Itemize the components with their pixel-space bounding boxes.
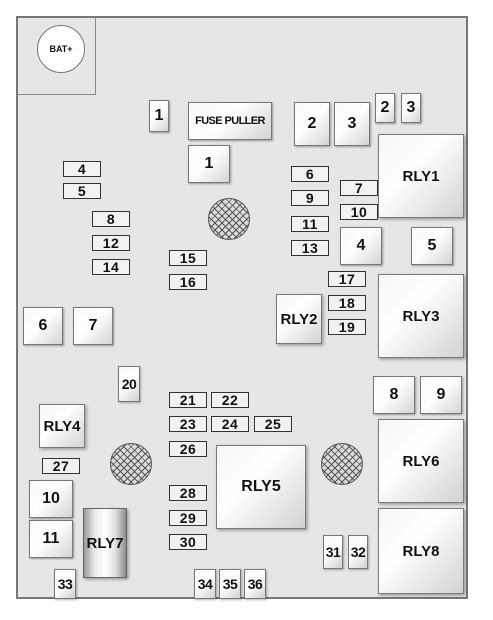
fuse-13: 13: [291, 240, 329, 256]
fuse-puller: FUSE PULLER: [188, 102, 272, 140]
fuse-8-large: 8: [373, 376, 415, 414]
fuse-12: 12: [92, 235, 130, 251]
fuse-8: 8: [92, 211, 130, 227]
fuse-18: 18: [328, 295, 366, 311]
fuse-25: 25: [254, 416, 292, 432]
fuse-11: 11: [291, 216, 329, 232]
mounting-stud-left: [110, 443, 152, 485]
fuse-3-small: 3: [401, 93, 421, 123]
fuse-27: 27: [42, 458, 80, 474]
fuse-14: 14: [92, 259, 130, 275]
fuse-9: 9: [291, 190, 329, 206]
battery-terminal-area: BAT+: [18, 18, 96, 95]
fuse-33: 33: [54, 569, 76, 599]
fuse-6: 6: [291, 166, 329, 182]
fuse-block-diagram: BAT+ 1 FUSE PULLER 2 3 2 3 1 4 5 8 12 14…: [16, 16, 468, 599]
fuse-4: 4: [63, 161, 101, 177]
fuse-16: 16: [169, 274, 207, 290]
fuse-23: 23: [169, 416, 207, 432]
fuse-3-large: 3: [334, 102, 370, 146]
fuse-24: 24: [211, 416, 249, 432]
fuse-26: 26: [169, 441, 207, 457]
fuse-17: 17: [328, 271, 366, 287]
relay-7: RLY7: [83, 508, 127, 578]
fuse-15: 15: [169, 250, 207, 266]
relay-3: RLY3: [378, 274, 464, 358]
fuse-11-large: 11: [29, 520, 73, 558]
fuse-21: 21: [169, 392, 207, 408]
relay-8: RLY8: [378, 508, 464, 594]
fuse-19: 19: [328, 319, 366, 335]
battery-terminal: BAT+: [37, 25, 85, 73]
fuse-20: 20: [118, 366, 140, 402]
fuse-10: 10: [340, 204, 378, 220]
mounting-stud-right: [321, 443, 363, 485]
fuse-7: 7: [340, 180, 378, 196]
relay-2: RLY2: [276, 294, 322, 344]
fuse-1-small: 1: [149, 100, 169, 132]
fuse-34: 34: [194, 569, 216, 599]
mounting-stud-upper: [208, 198, 250, 240]
fuse-6-large: 6: [23, 307, 63, 345]
fuse-2-large: 2: [294, 102, 330, 146]
fuse-35: 35: [219, 569, 241, 599]
fuse-31: 31: [323, 535, 343, 569]
fuse-10-large: 10: [29, 480, 73, 518]
relay-1: RLY1: [378, 134, 464, 218]
relay-6: RLY6: [378, 419, 464, 503]
fuse-5: 5: [63, 183, 101, 199]
fuse-22: 22: [211, 392, 249, 408]
fuse-9-large: 9: [420, 376, 462, 414]
fuse-29: 29: [169, 510, 207, 526]
fuse-1-large: 1: [188, 145, 230, 183]
fuse-30: 30: [169, 534, 207, 550]
fuse-7-large: 7: [73, 307, 113, 345]
fuse-36: 36: [244, 569, 266, 599]
fuse-5-large: 5: [411, 227, 453, 265]
fuse-28: 28: [169, 485, 207, 501]
relay-5: RLY5: [216, 445, 306, 529]
fuse-32: 32: [348, 535, 368, 569]
fuse-4-large: 4: [340, 227, 382, 265]
fuse-2-small: 2: [375, 93, 395, 123]
relay-4: RLY4: [39, 404, 85, 448]
